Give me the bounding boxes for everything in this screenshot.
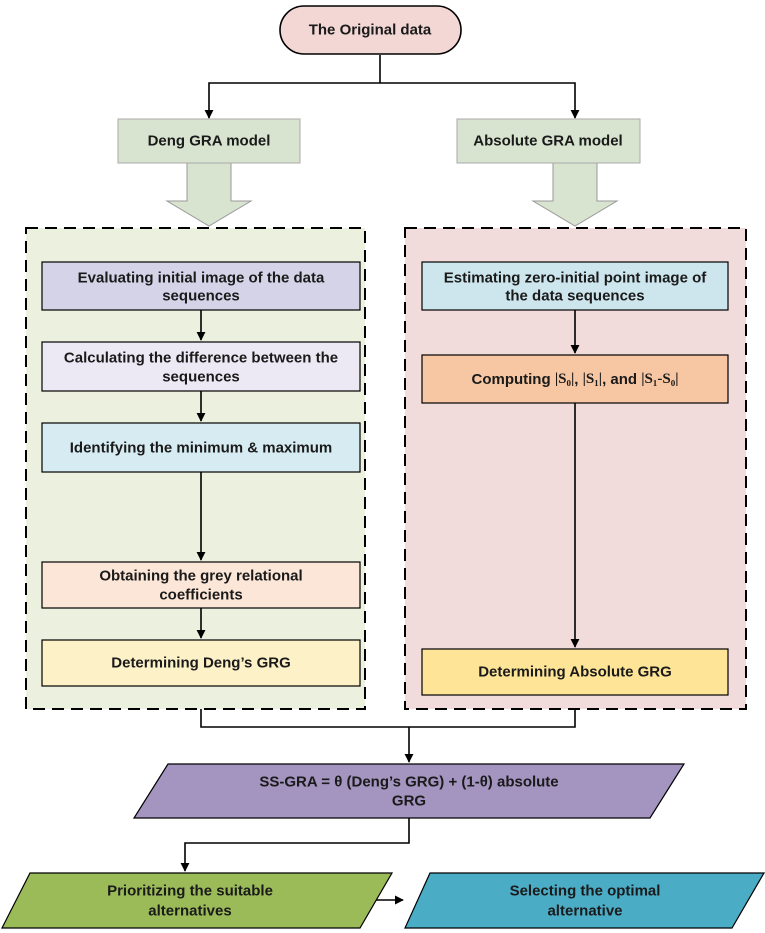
- node-selecting: Selecting the optimal alternative: [404, 872, 765, 929]
- node-ss-gra-line2: GRG: [392, 793, 426, 810]
- deng-step-identifying: Identifying the minimum & maximum: [41, 422, 361, 473]
- node-absolute-gra-model: Absolute GRA model: [456, 118, 641, 164]
- abs-step-computing: Computing |S₀|, |S₁|, and |S₁-S₀|: [421, 354, 729, 404]
- connectors: [180, 55, 580, 905]
- node-original-data-label: The Original data: [309, 22, 432, 39]
- deng-step-evaluating: Evaluating initial image of the data seq…: [41, 261, 361, 311]
- deng-step-determining-line1: Determining Deng’s GRG: [111, 655, 290, 672]
- abs-step-determining: Determining Absolute GRG: [421, 648, 729, 696]
- node-deng-gra-model-label: Deng GRA model: [148, 133, 271, 150]
- node-prioritizing: Prioritizing the suitable alternatives: [1, 872, 394, 929]
- deng-step-identifying-line1: Identifying the minimum & maximum: [70, 440, 333, 457]
- abs-step-determining-line1: Determining Absolute GRG: [478, 664, 672, 681]
- deng-step-calculating-line1: Calculating the difference between the: [64, 350, 338, 367]
- abs-step-estimating: Estimating zero-initial point image of t…: [421, 261, 729, 311]
- node-selecting-line1: Selecting the optimal: [510, 883, 661, 900]
- deng-step-determining: Determining Deng’s GRG: [41, 639, 361, 687]
- node-prioritizing-line2: alternatives: [148, 903, 231, 920]
- deng-step-obtaining: Obtaining the grey relational coefficien…: [41, 561, 361, 609]
- deng-step-evaluating-line2: sequences: [162, 288, 240, 305]
- deng-block-arrow: [165, 162, 253, 227]
- deng-step-obtaining-line1: Obtaining the grey relational: [99, 568, 302, 585]
- deng-step-evaluating-line1: Evaluating initial image of the data: [78, 270, 325, 287]
- node-absolute-gra-model-label: Absolute GRA model: [473, 133, 622, 150]
- node-prioritizing-line1: Prioritizing the suitable: [107, 883, 273, 900]
- abs-step-estimating-line2: the data sequences: [505, 288, 644, 305]
- abs-step-computing-label: Computing |S₀|, |S₁|, and |S₁-S₀|: [471, 371, 678, 388]
- abs-step-estimating-line1: Estimating zero-initial point image of: [444, 270, 708, 287]
- node-ss-gra-line1: SS-GRA = θ (Deng’s GRG) + (1-θ) absolute: [259, 774, 558, 791]
- node-deng-gra-model: Deng GRA model: [117, 118, 301, 164]
- absolute-block-arrow: [531, 162, 619, 227]
- deng-step-calculating-line2: sequences: [162, 369, 240, 386]
- node-original-data: The Original data: [279, 5, 462, 55]
- deng-step-obtaining-line2: coefficients: [159, 587, 242, 604]
- node-ss-gra: SS-GRA = θ (Deng’s GRG) + (1-θ) absolute…: [132, 763, 686, 819]
- deng-step-calculating: Calculating the difference between the s…: [41, 341, 361, 392]
- node-selecting-line2: alternative: [547, 903, 622, 920]
